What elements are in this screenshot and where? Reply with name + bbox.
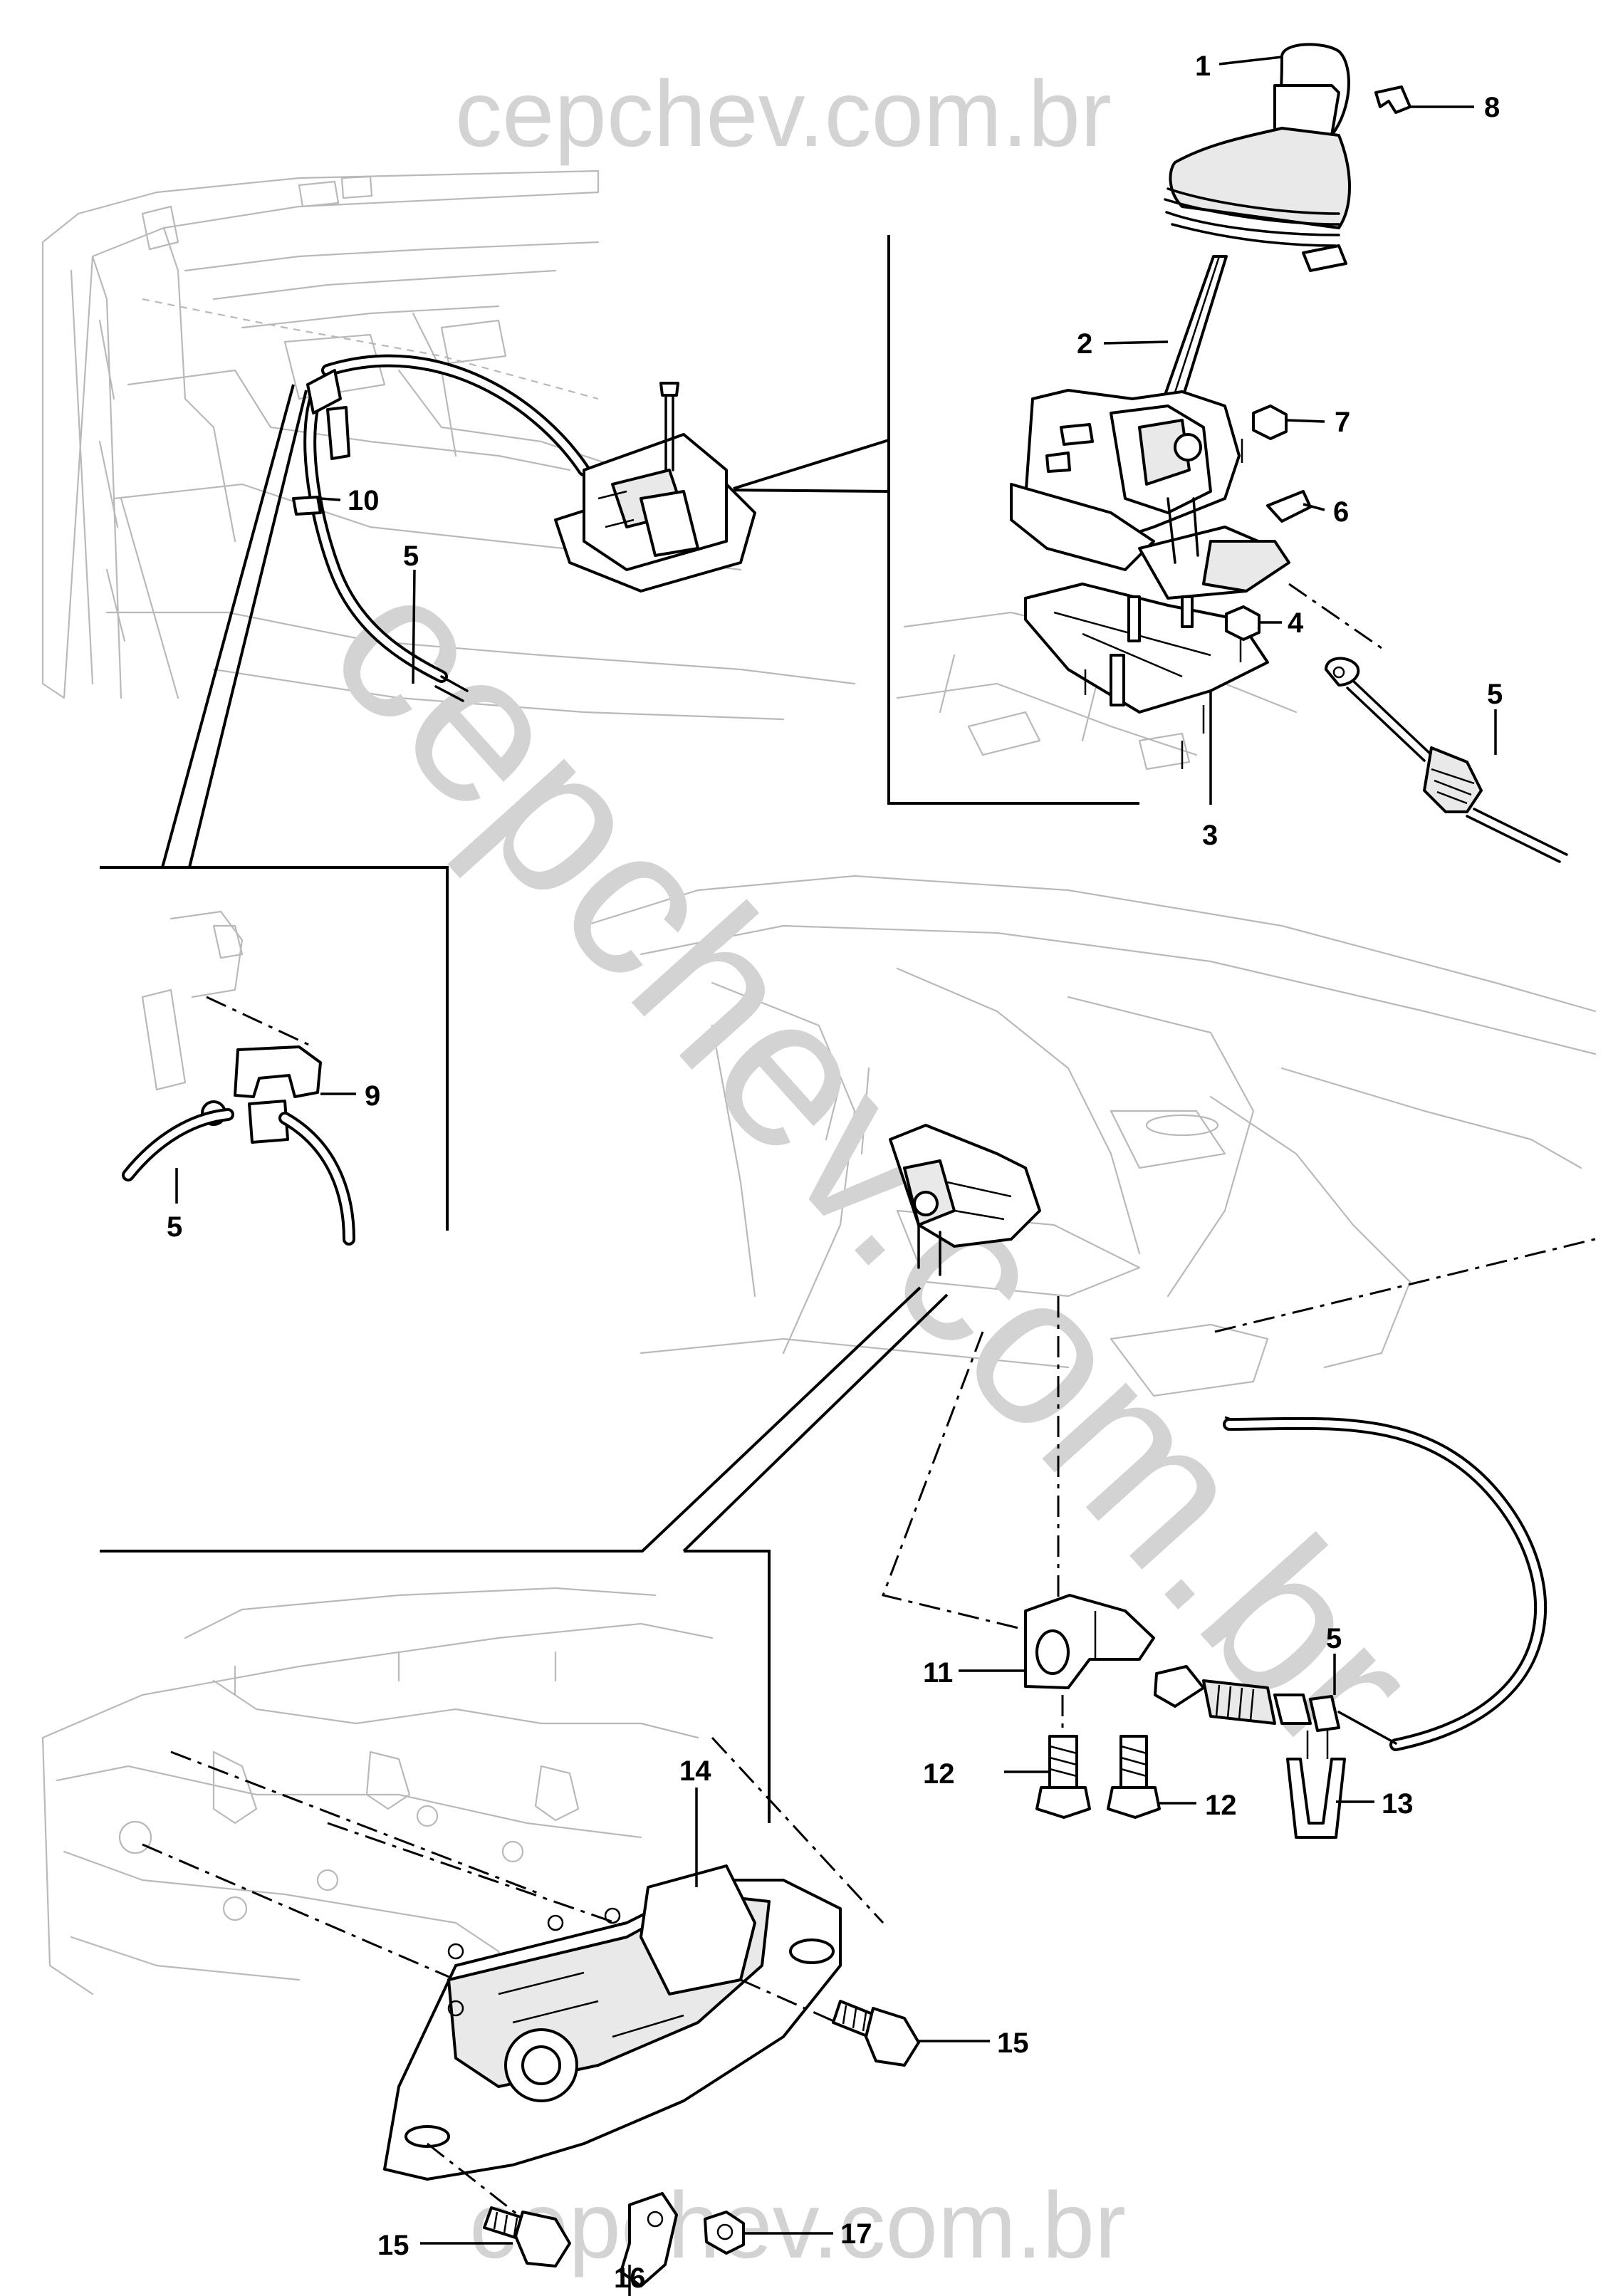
vehicle-floor-ghost-middle [583, 875, 1597, 1397]
switch-hardware [427, 1978, 920, 2287]
callout-5-overview: 5 [403, 541, 419, 572]
callout-10: 10 [348, 485, 380, 516]
position-switch-assembly [142, 1738, 884, 2181]
callout-13: 13 [1382, 1788, 1414, 1820]
leader-lines [175, 56, 1497, 2296]
callout-9: 9 [365, 1080, 380, 1112]
callout-15-left: 15 [377, 2230, 409, 2261]
callout-16: 16 [614, 2263, 646, 2294]
callout-5-bracket: 5 [1326, 1623, 1342, 1654]
control-cable-end-icon [1423, 746, 1483, 813]
callout-2: 2 [1077, 328, 1092, 360]
callout-5-top-right: 5 [1487, 679, 1503, 710]
boot-clip-icon [1374, 85, 1411, 114]
bracket-bolts [1035, 1695, 1161, 1819]
cable-end-detail [1288, 583, 1568, 863]
cable-clip-overview-icon [292, 496, 322, 516]
callout-3: 3 [1202, 820, 1218, 851]
callout-11: 11 [923, 1657, 953, 1689]
callout-5-clip: 5 [167, 1211, 182, 1243]
lever-mount-plate [1024, 583, 1269, 769]
nut-icon-7 [1252, 405, 1288, 440]
cable-bracket-assembly [881, 1331, 1547, 1839]
cable-clip-icon [234, 1045, 322, 1098]
callout-8: 8 [1484, 92, 1500, 123]
callout-6: 6 [1333, 496, 1349, 528]
shifter-in-vehicle [554, 382, 756, 593]
cable-clip-detail [122, 910, 355, 1246]
detail-frames [100, 235, 1139, 1823]
retainer-clip-icon [1266, 490, 1312, 523]
callout-4: 4 [1288, 607, 1304, 639]
watermark-diagonal: cepchev.com.br [285, 526, 1462, 1796]
nut-icon-4 [1225, 605, 1261, 641]
shifter-mechanism [1010, 389, 1290, 600]
callout-labels: 1 8 2 7 6 4 3 5 10 5 9 5 5 11 12 12 13 1… [167, 51, 1503, 2294]
cable-routing-overview [292, 354, 590, 702]
callout-7: 7 [1335, 407, 1350, 438]
transmission-ghost-bottom [41, 1587, 714, 1995]
nut-icon-17 [704, 2211, 745, 2255]
callout-12-right: 12 [1205, 1790, 1237, 1821]
callout-15-right: 15 [997, 2028, 1029, 2059]
shift-knob-boot [1164, 43, 1411, 272]
watermark-top: cepchev.com.br [455, 61, 1112, 166]
callout-17: 17 [840, 2218, 872, 2250]
callout-12-left: 12 [923, 1758, 955, 1790]
mount-hardware [1225, 405, 1312, 662]
callout-14: 14 [679, 1755, 711, 1787]
callout-1: 1 [1195, 51, 1211, 82]
retainer-clip-icon-13 [1286, 1758, 1346, 1839]
transmission-bracket-mid [889, 1124, 1596, 1624]
watermark-bottom: cepchev.com.br [469, 2173, 1126, 2277]
